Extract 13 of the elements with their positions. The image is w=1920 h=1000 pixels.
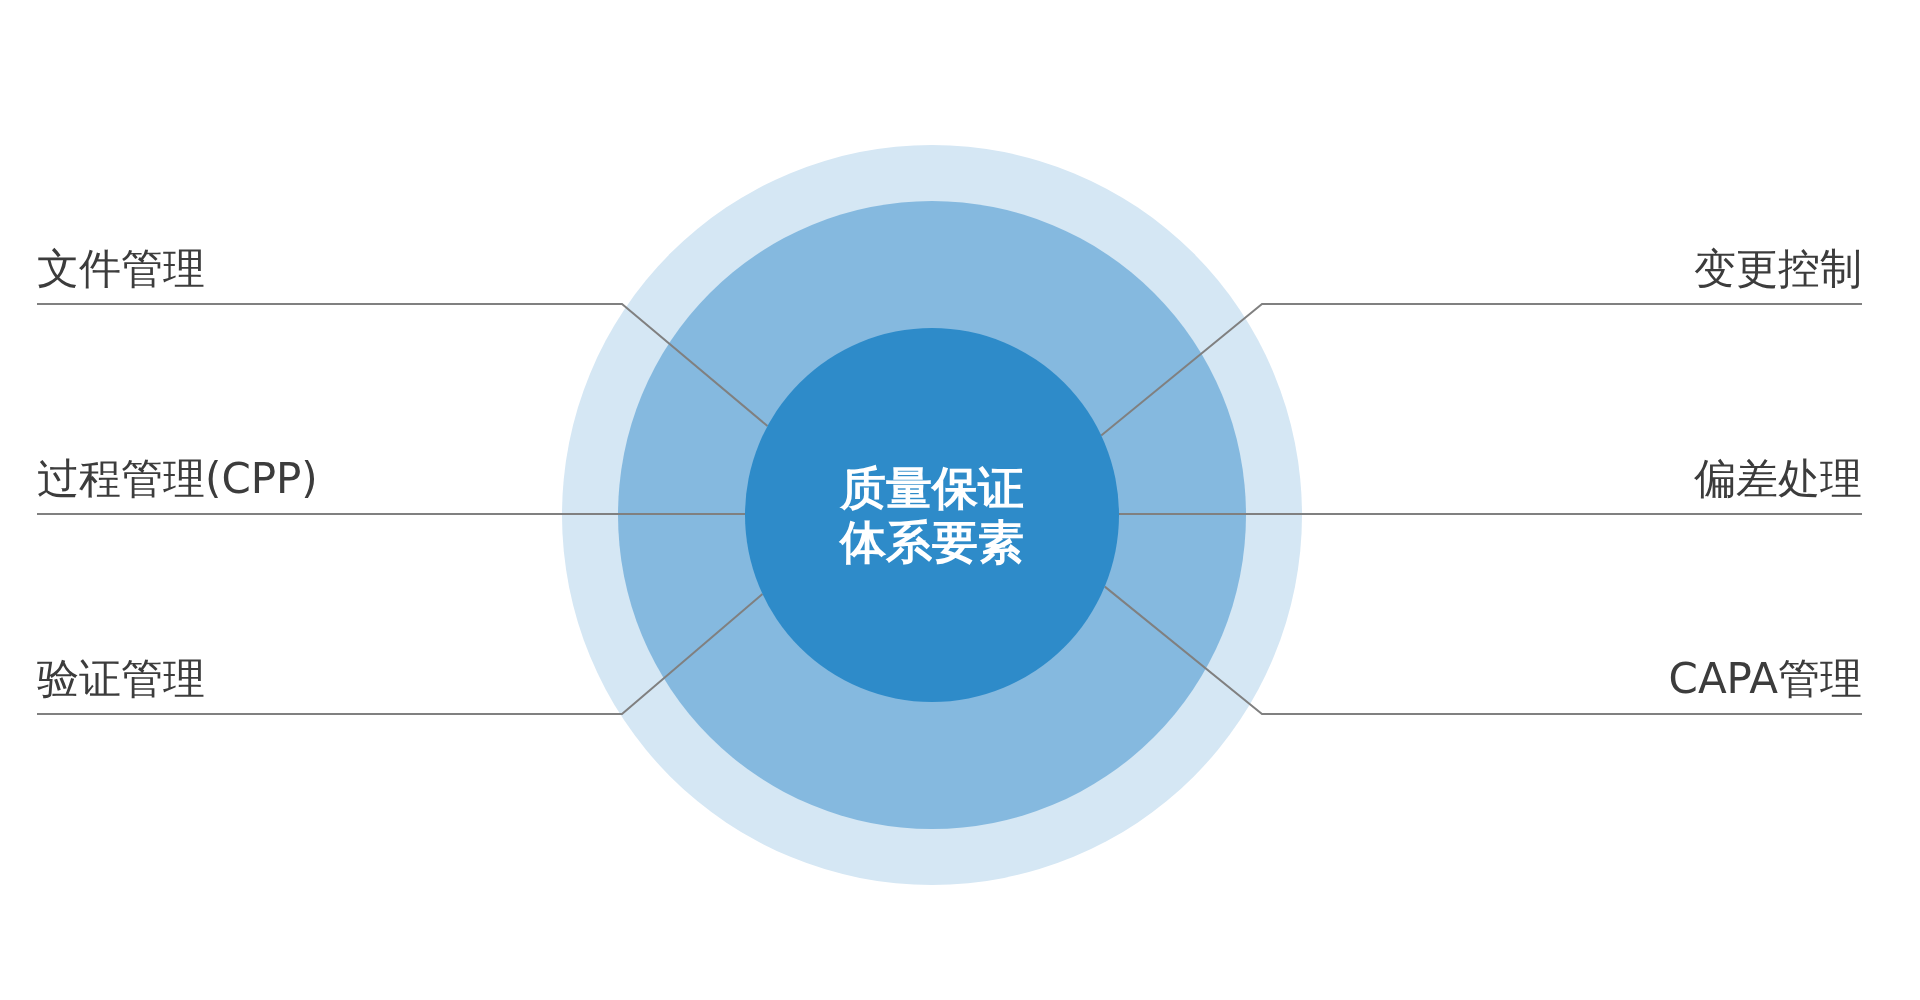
leader-line: [36, 303, 769, 428]
leader-line: [1103, 585, 1863, 715]
leader-line: [36, 513, 746, 515]
element-label: 偏差处理: [1694, 454, 1862, 512]
element-label: 过程管理(CPP): [37, 454, 318, 512]
center-title: 质量保证体系要素: [838, 461, 1025, 569]
leader-line: [1100, 303, 1863, 437]
leader-line: [1118, 513, 1863, 515]
element-label: 文件管理: [37, 244, 205, 302]
leader-line: [36, 593, 764, 715]
element-label: CAPA管理: [1668, 654, 1862, 712]
element-label: 验证管理: [37, 654, 205, 712]
element-label: 变更控制: [1694, 244, 1862, 302]
